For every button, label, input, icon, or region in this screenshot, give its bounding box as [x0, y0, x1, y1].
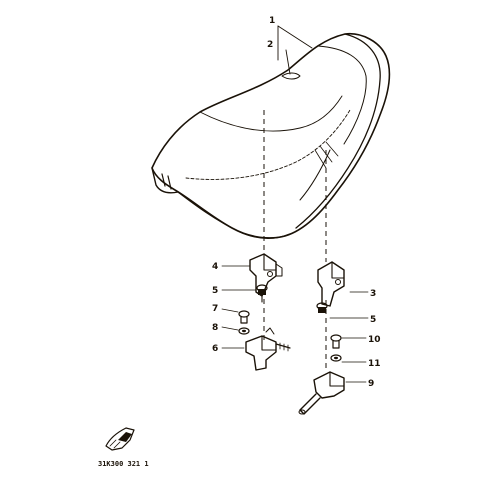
screw-7 — [238, 310, 250, 324]
lock-6 — [245, 327, 291, 371]
callout-11: 11 — [368, 359, 381, 369]
callout-9: 9 — [368, 379, 374, 389]
seat — [151, 32, 391, 239]
callout-7: 7 — [212, 304, 218, 314]
bracket-right — [317, 261, 345, 307]
footer-code: 31K300 321 1 — [98, 460, 149, 468]
callout-10: 10 — [368, 335, 381, 345]
callout-2: 2 — [267, 40, 273, 50]
leader-1-2 — [277, 25, 313, 75]
callout-5-right: 5 — [370, 315, 376, 325]
screw-10 — [330, 334, 342, 349]
callout-1: 1 — [269, 16, 275, 26]
callout-4: 4 — [212, 262, 218, 272]
callout-3: 3 — [370, 289, 376, 299]
washer-11 — [330, 354, 342, 362]
hook-9 — [298, 371, 345, 415]
callout-5-left: 5 — [212, 286, 218, 296]
bolt-5-left — [256, 284, 268, 303]
callouts: 1 2 3 4 5 5 6 7 8 9 10 11 — [212, 16, 381, 389]
callout-6: 6 — [212, 344, 218, 354]
washer-8 — [238, 327, 250, 335]
bolt-5-right — [316, 302, 328, 313]
leader-lines — [221, 265, 369, 383]
seat-thumbnail-icon — [105, 427, 135, 451]
callout-8: 8 — [212, 323, 218, 333]
